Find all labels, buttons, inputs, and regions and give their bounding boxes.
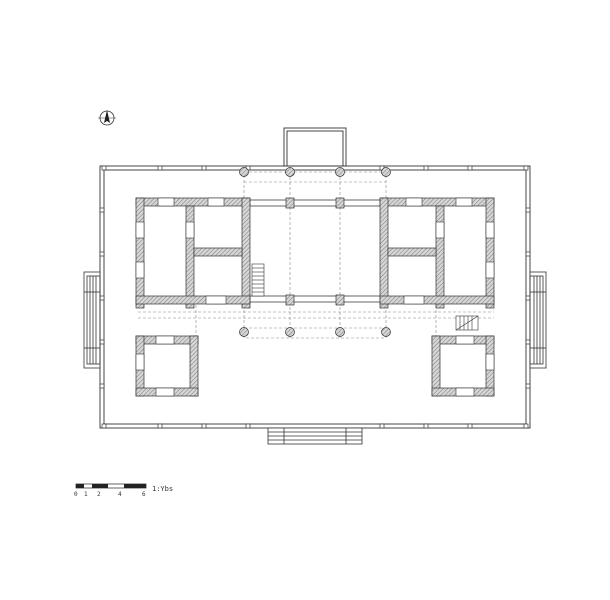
veranda-posts xyxy=(99,165,531,429)
scale-bar: 0 1 2 4 6 1:Ybs xyxy=(74,483,173,498)
veranda-post xyxy=(245,423,251,429)
scale-tick-0: 0 xyxy=(74,491,78,498)
front-steps xyxy=(267,427,363,445)
veranda-post xyxy=(423,165,429,171)
wall-openings xyxy=(135,197,495,397)
scale-tick-4: 4 xyxy=(118,491,122,498)
scale-tick-2: 2 xyxy=(97,491,101,498)
veranda-post xyxy=(99,383,105,389)
interior-stair-right xyxy=(455,315,479,331)
veranda-post xyxy=(201,423,207,429)
scale-tick-6: 6 xyxy=(142,491,146,498)
veranda-post xyxy=(201,165,207,171)
veranda-post xyxy=(525,251,531,257)
veranda-post xyxy=(467,423,473,429)
veranda-post xyxy=(99,207,105,213)
right-side-steps xyxy=(529,271,547,369)
veranda-post xyxy=(101,423,107,429)
veranda-post xyxy=(101,165,107,171)
interior-stair-left xyxy=(251,263,265,297)
veranda-post xyxy=(157,165,163,171)
veranda-post xyxy=(99,339,105,345)
veranda-post xyxy=(99,251,105,257)
left-side-steps xyxy=(83,271,101,369)
north-arrow-icon xyxy=(98,110,116,126)
veranda-post xyxy=(467,165,473,171)
veranda-post xyxy=(99,295,105,301)
scale-ratio-label: 1:Ybs xyxy=(152,485,173,493)
central-hall xyxy=(250,199,380,303)
square-piers xyxy=(285,197,345,306)
round-columns xyxy=(239,167,391,337)
veranda-post xyxy=(157,423,163,429)
veranda-post xyxy=(523,423,529,429)
veranda-post xyxy=(379,423,385,429)
veranda-post xyxy=(525,383,531,389)
veranda-post xyxy=(525,295,531,301)
veranda-post xyxy=(523,165,529,171)
scale-tick-1: 1 xyxy=(84,491,88,498)
veranda-post xyxy=(525,339,531,345)
veranda-post xyxy=(423,423,429,429)
veranda-post xyxy=(525,207,531,213)
rear-porch xyxy=(283,127,347,167)
